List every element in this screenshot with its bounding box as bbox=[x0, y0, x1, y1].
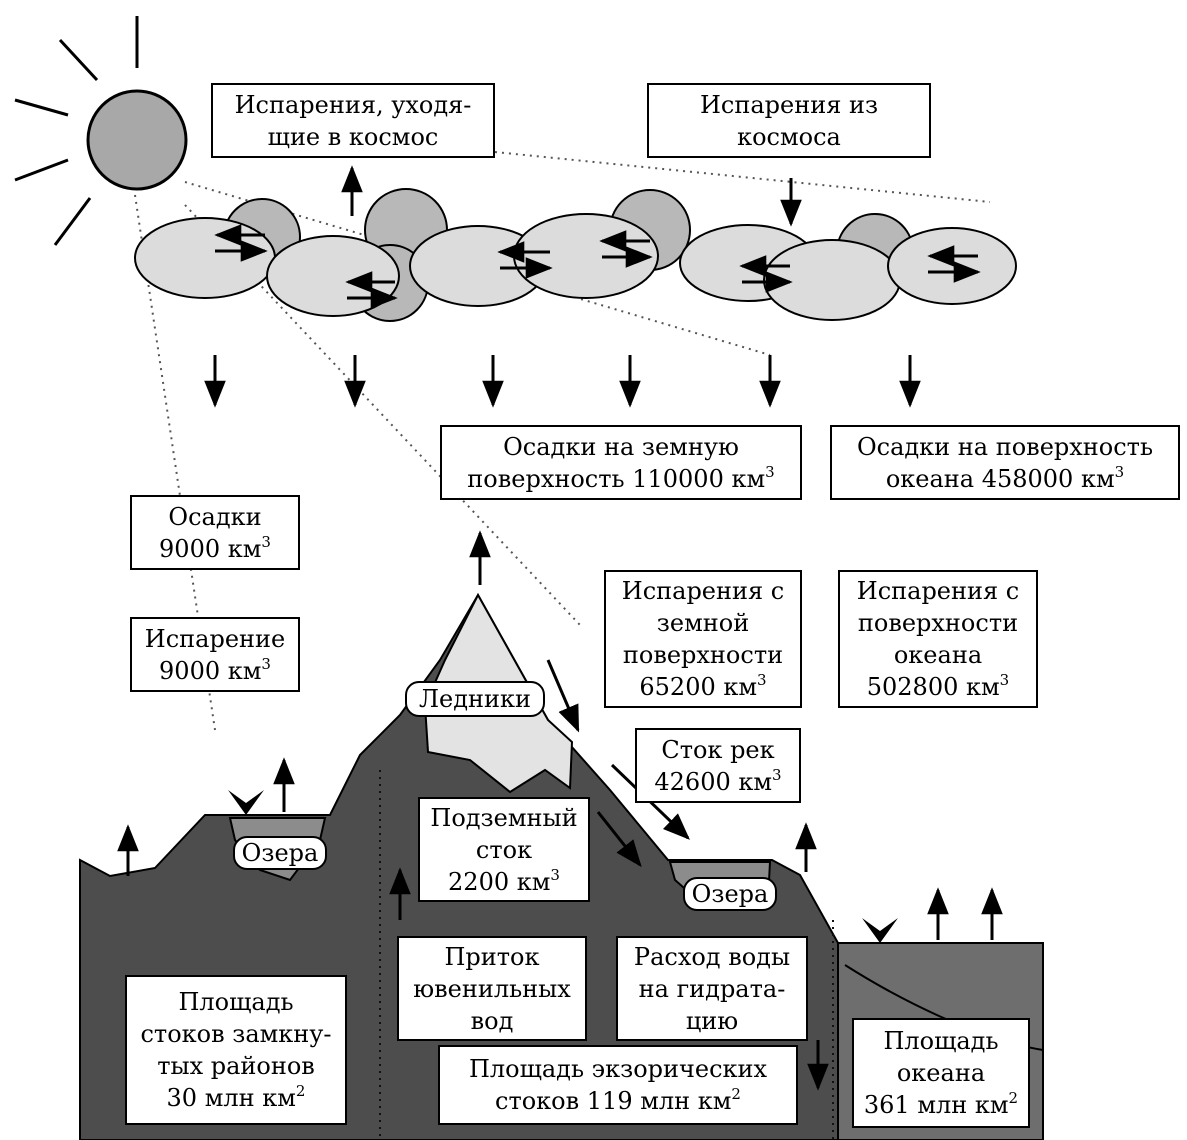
evap-closed-text: Испарение 9000 км3 bbox=[144, 624, 286, 685]
rain-chevron-ocean bbox=[862, 918, 898, 943]
label-evaporation-from-space: Испарения из космоса bbox=[647, 83, 931, 158]
precip-ocean-text: Осадки на поверхность океана 458000 км3 bbox=[856, 432, 1154, 493]
label-hydration-loss: Расход воды на гидрата- цию bbox=[616, 936, 808, 1041]
ocean-area-text: Площадь океана 361 млн км2 bbox=[863, 1027, 1019, 1119]
evap-ocean-text: Испарения с поверхности океана 502800 км… bbox=[856, 577, 1020, 701]
land-flow-arrows bbox=[117, 659, 1003, 1091]
label-evaporation-ocean: Испарения с поверхности океана 502800 км… bbox=[838, 570, 1038, 708]
evap-land-text: Испарения с земной поверхности 65200 км3 bbox=[621, 577, 785, 701]
label-closed-drainage-area: Площадь стоков замкну- тых районов 30 мл… bbox=[125, 975, 347, 1125]
label-glaciers: Ледники bbox=[405, 681, 545, 717]
river-runoff-text: Сток рек 42600 км3 bbox=[654, 735, 782, 796]
label-precipitation-land: Осадки на земную поверхность 110000 км3 bbox=[440, 425, 802, 500]
label-groundwater-runoff: Подземный сток 2200 км3 bbox=[418, 797, 590, 902]
clouds bbox=[134, 188, 1017, 322]
sun-icon bbox=[14, 16, 188, 246]
hydration-text: Расход воды на гидрата- цию bbox=[633, 942, 791, 1035]
label-precipitation-closed: Осадки 9000 км3 bbox=[130, 495, 300, 570]
region-boundaries bbox=[379, 770, 834, 1140]
exoric-area-text: Площадь экзорических стоков 119 млн км2 bbox=[468, 1055, 768, 1115]
label-precipitation-ocean: Осадки на поверхность океана 458000 км3 bbox=[830, 425, 1180, 500]
cloud-exchange-arrows bbox=[214, 224, 981, 309]
label-evaporation-land: Испарения с земной поверхности 65200 км3 bbox=[604, 570, 802, 708]
label-exoric-drainage-area: Площадь экзорических стоков 119 млн км2 bbox=[438, 1045, 798, 1125]
precip-land-text: Осадки на земную поверхность 110000 км3 bbox=[467, 432, 775, 493]
label-river-runoff: Сток рек 42600 км3 bbox=[635, 728, 801, 803]
juvenile-text: Приток ювенильных вод bbox=[413, 942, 571, 1035]
label-evaporation-closed: Испарение 9000 км3 bbox=[130, 617, 300, 692]
label-lakes-left: Озера bbox=[233, 836, 327, 870]
precip-closed-text: Осадки 9000 км3 bbox=[159, 502, 271, 563]
evap-from-space-text: Испарения из космоса bbox=[699, 90, 879, 151]
label-lakes-right: Озера bbox=[683, 877, 777, 911]
rain-chevron-left bbox=[228, 790, 264, 815]
groundwater-text: Подземный сток 2200 км3 bbox=[430, 803, 578, 896]
label-juvenile-inflow: Приток ювенильных вод bbox=[397, 936, 587, 1041]
label-ocean-area: Площадь океана 361 млн км2 bbox=[852, 1018, 1030, 1128]
flow-arrows bbox=[204, 165, 921, 585]
label-evaporation-to-space: Испарения, уходя- щие в космос bbox=[211, 83, 495, 158]
closed-area-text: Площадь стоков замкну- тых районов 30 мл… bbox=[140, 988, 332, 1112]
evap-to-space-text: Испарения, уходя- щие в космос bbox=[234, 90, 472, 151]
dotted-guide-lines bbox=[134, 151, 991, 731]
